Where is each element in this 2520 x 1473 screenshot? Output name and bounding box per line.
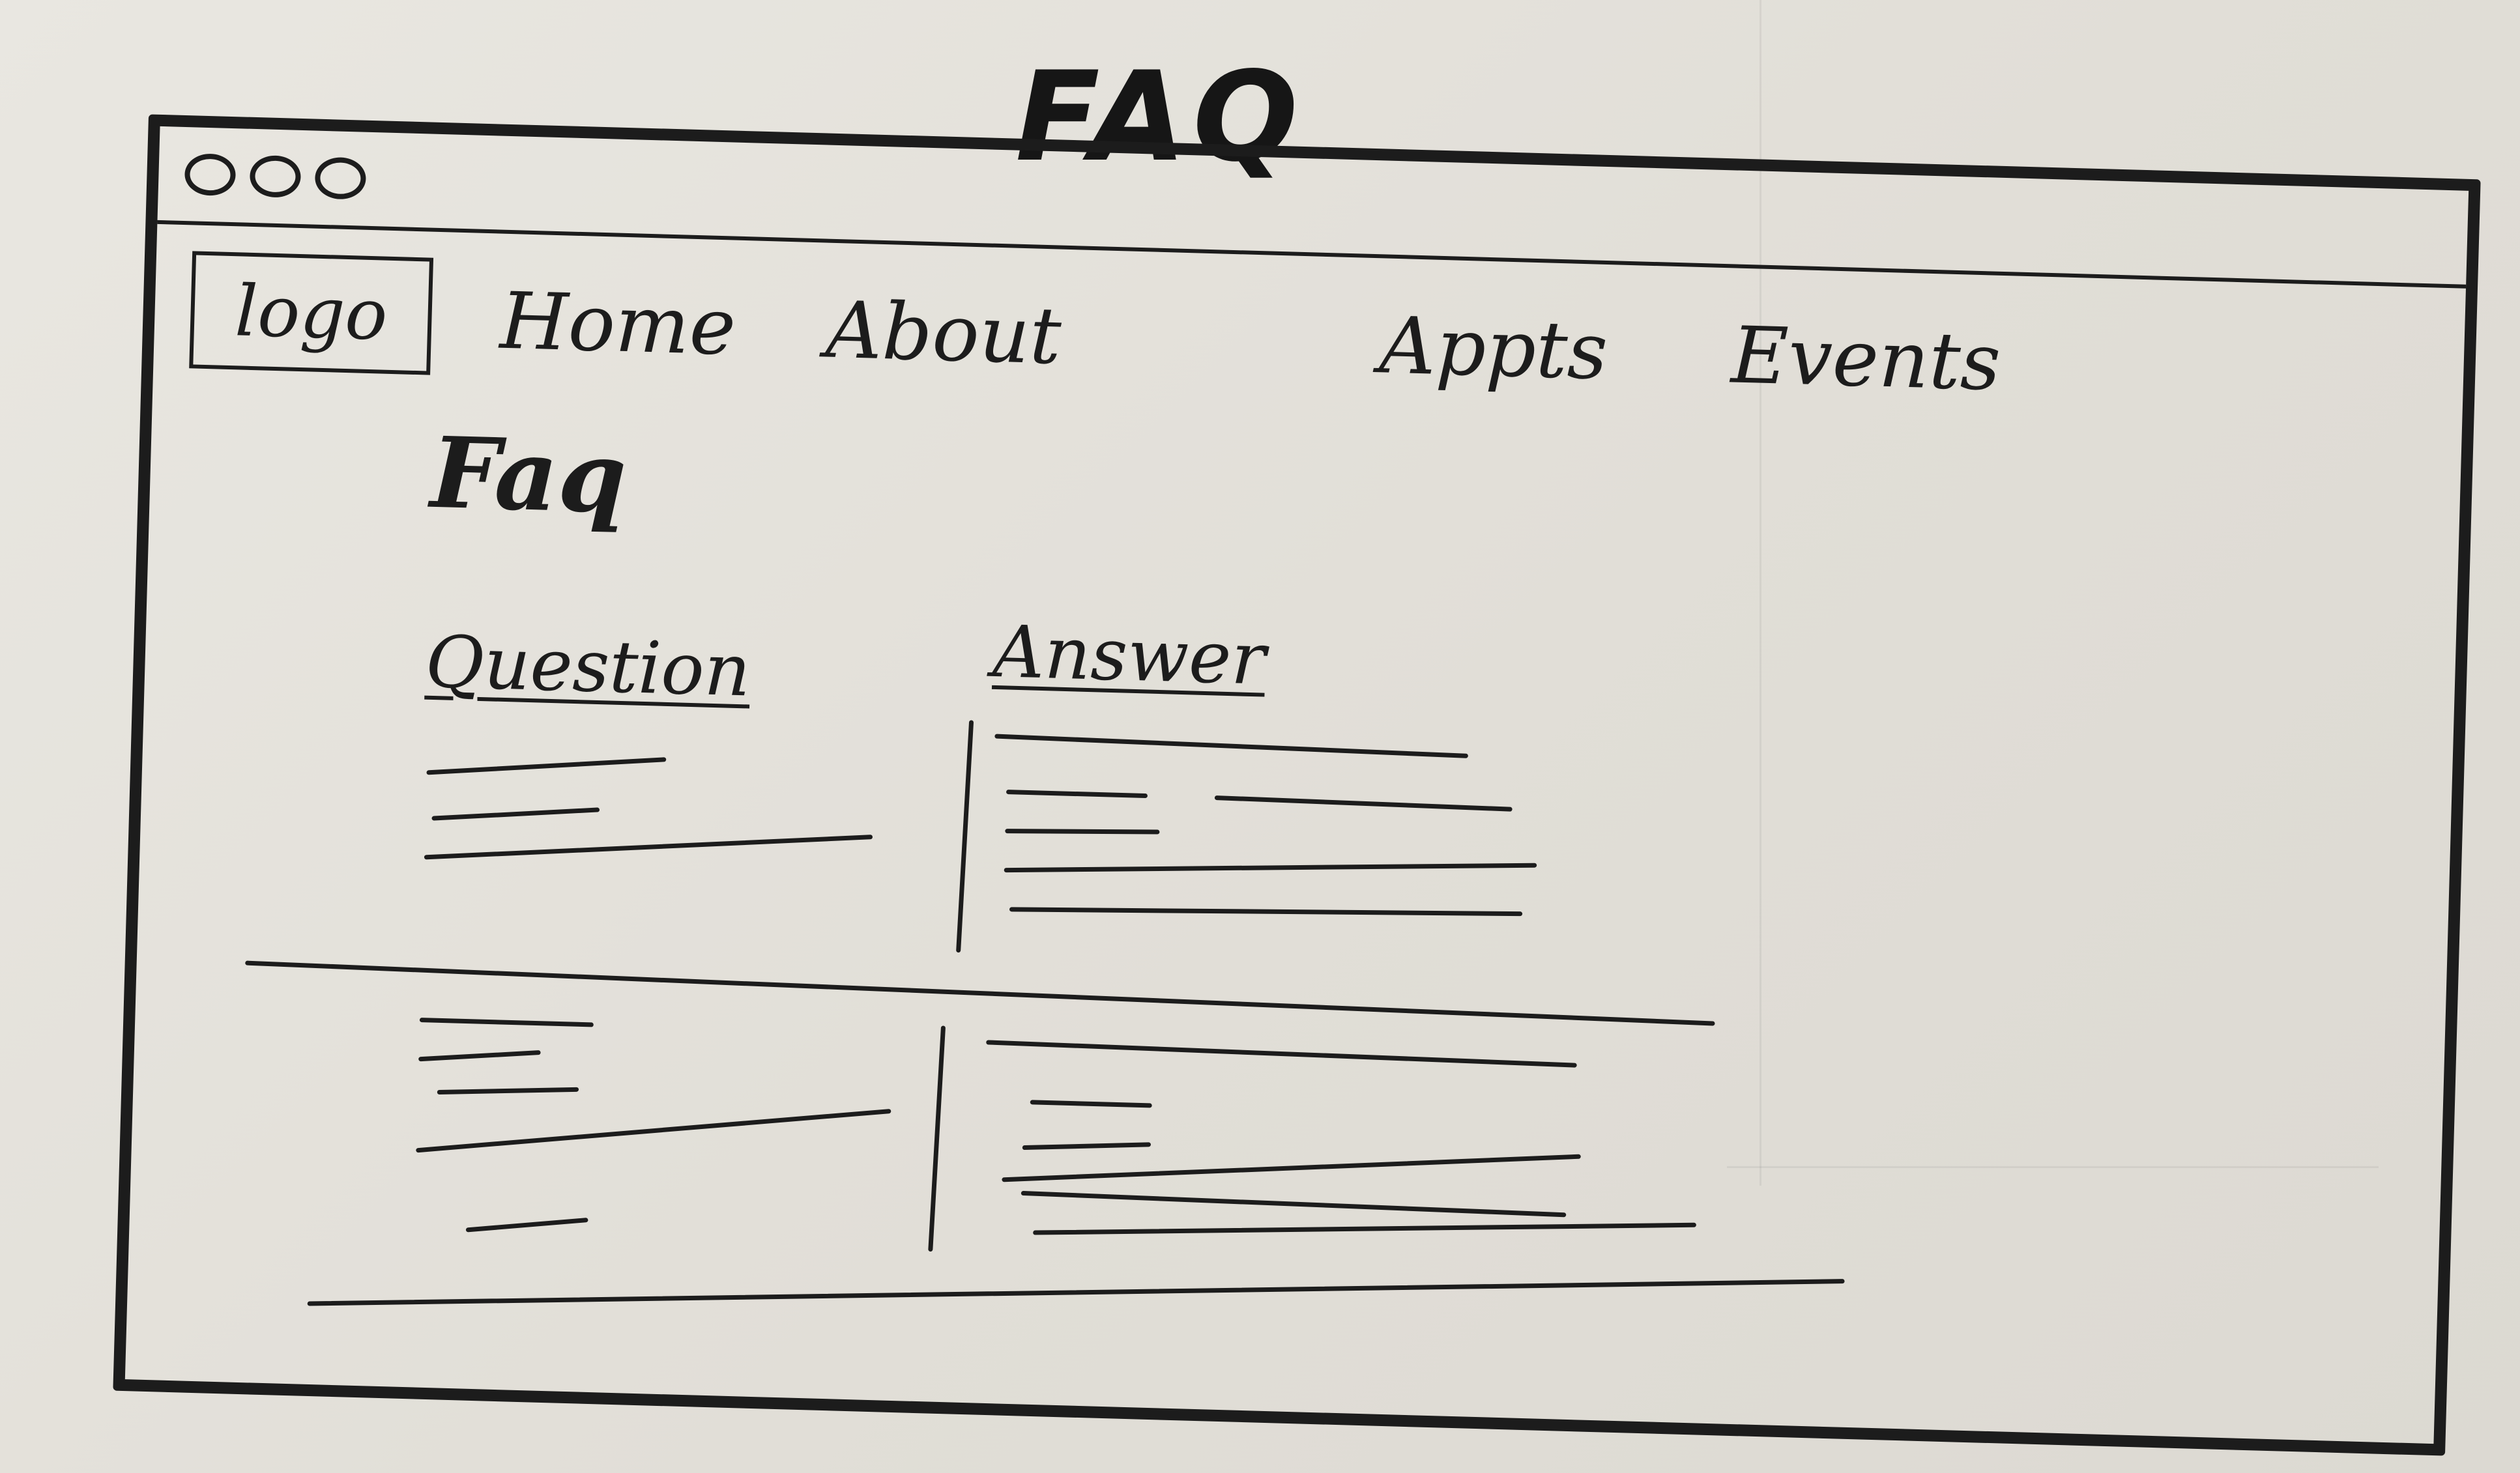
faq-bottom-separator — [307, 1279, 1845, 1306]
paper-fold-line — [1760, 0, 1761, 1186]
faq-row-1-answer-lines — [994, 734, 1537, 917]
faq-table-sketch — [245, 720, 1845, 1306]
faq-row-separator — [245, 960, 1715, 1026]
sketch-title: FAQ — [1015, 45, 1305, 189]
paper-fold-line — [1727, 1166, 2379, 1168]
browser-window: logo Home About Appts Events Faq Questio… — [113, 114, 2481, 1456]
faq-row-1-question-lines — [424, 757, 873, 860]
faq-row-2-answer-lines — [986, 1040, 1696, 1235]
faq-row-2-question-lines — [416, 1018, 891, 1233]
faq-row-1-divider — [956, 720, 974, 953]
faq-row-2-divider — [928, 1025, 946, 1252]
